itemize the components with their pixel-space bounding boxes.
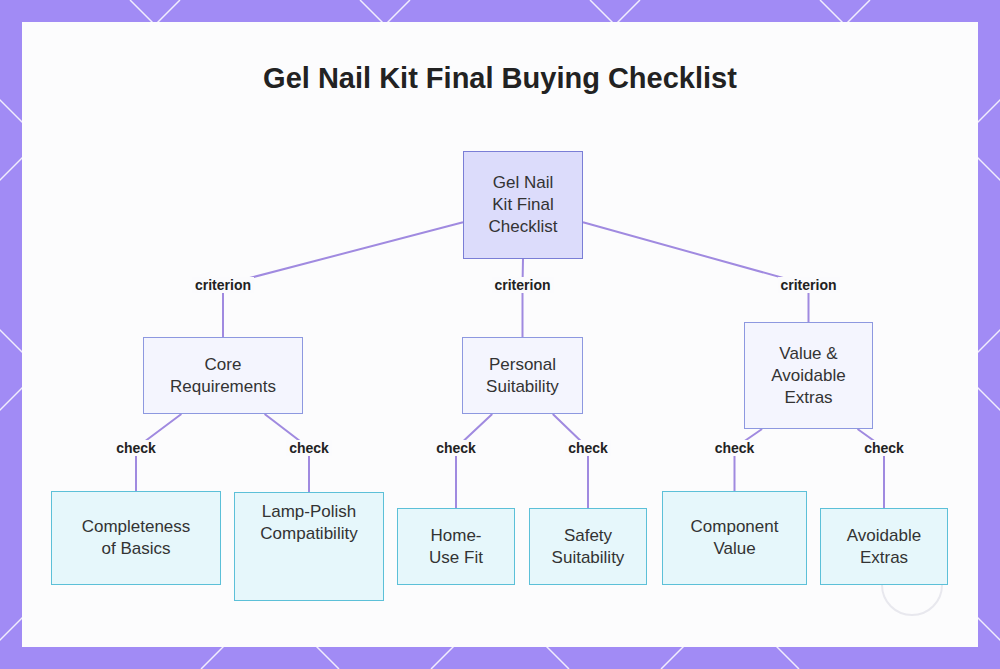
text-stack: Core Requirements (164, 354, 282, 398)
text-stack: Safety Suitability (545, 525, 631, 569)
root-box: Gel Nail Kit Final Checklist (463, 151, 583, 259)
text-stack: Completeness of Basics (77, 516, 195, 560)
criterion-box: Core Requirements (143, 337, 303, 414)
node-text: Lamp-Polish Compatibility (250, 501, 368, 545)
criterion-box: Personal Suitability (462, 337, 583, 414)
edge-label: criterion (192, 277, 254, 293)
connector-line (553, 414, 588, 508)
text-stack: Value & Avoidable Extras (765, 343, 852, 409)
text-stack: Gel Nail Kit Final Checklist (486, 172, 560, 238)
check-box: Component Value (662, 491, 807, 585)
edge-label: check (286, 440, 332, 456)
text-stack: Personal Suitability (475, 354, 570, 398)
node-text: Personal Suitability (475, 354, 570, 398)
node-text: Home-Use Fit (424, 525, 488, 569)
node-text: Completeness of Basics (77, 516, 195, 560)
check-box: Home-Use Fit (397, 508, 515, 585)
connector-line (223, 222, 463, 337)
connector-line (735, 429, 763, 491)
text-stack: Component Value (678, 516, 791, 560)
text-stack: Lamp-Polish Compatibility (250, 501, 368, 545)
check-box: Lamp-Polish Compatibility (234, 492, 384, 601)
connector-line (583, 222, 809, 322)
text-stack: Home-Use Fit (424, 525, 488, 569)
check-box: Avoidable Extras (820, 508, 948, 585)
edge-label: criterion (491, 277, 553, 293)
edge-label: check (861, 440, 907, 456)
edge-label: check (712, 440, 758, 456)
edge-label: check (113, 440, 159, 456)
text-stack: Avoidable Extras (835, 525, 933, 569)
node-text: Gel Nail Kit Final Checklist (486, 172, 560, 238)
criterion-box: Value & Avoidable Extras (744, 322, 873, 429)
node-text: Value & Avoidable Extras (765, 343, 852, 409)
node-text: Safety Suitability (545, 525, 631, 569)
diagram-title: Gel Nail Kit Final Buying Checklist (0, 62, 1000, 95)
edge-label: check (433, 440, 479, 456)
node-text: Component Value (678, 516, 791, 560)
node-text: Avoidable Extras (835, 525, 933, 569)
edge-label: check (565, 440, 611, 456)
connector-line (456, 414, 492, 508)
node-text: Core Requirements (164, 354, 282, 398)
check-box: Completeness of Basics (51, 491, 221, 585)
check-box: Safety Suitability (529, 508, 647, 585)
connector-line (522, 259, 525, 337)
edge-label: criterion (777, 277, 839, 293)
panel (22, 22, 978, 647)
